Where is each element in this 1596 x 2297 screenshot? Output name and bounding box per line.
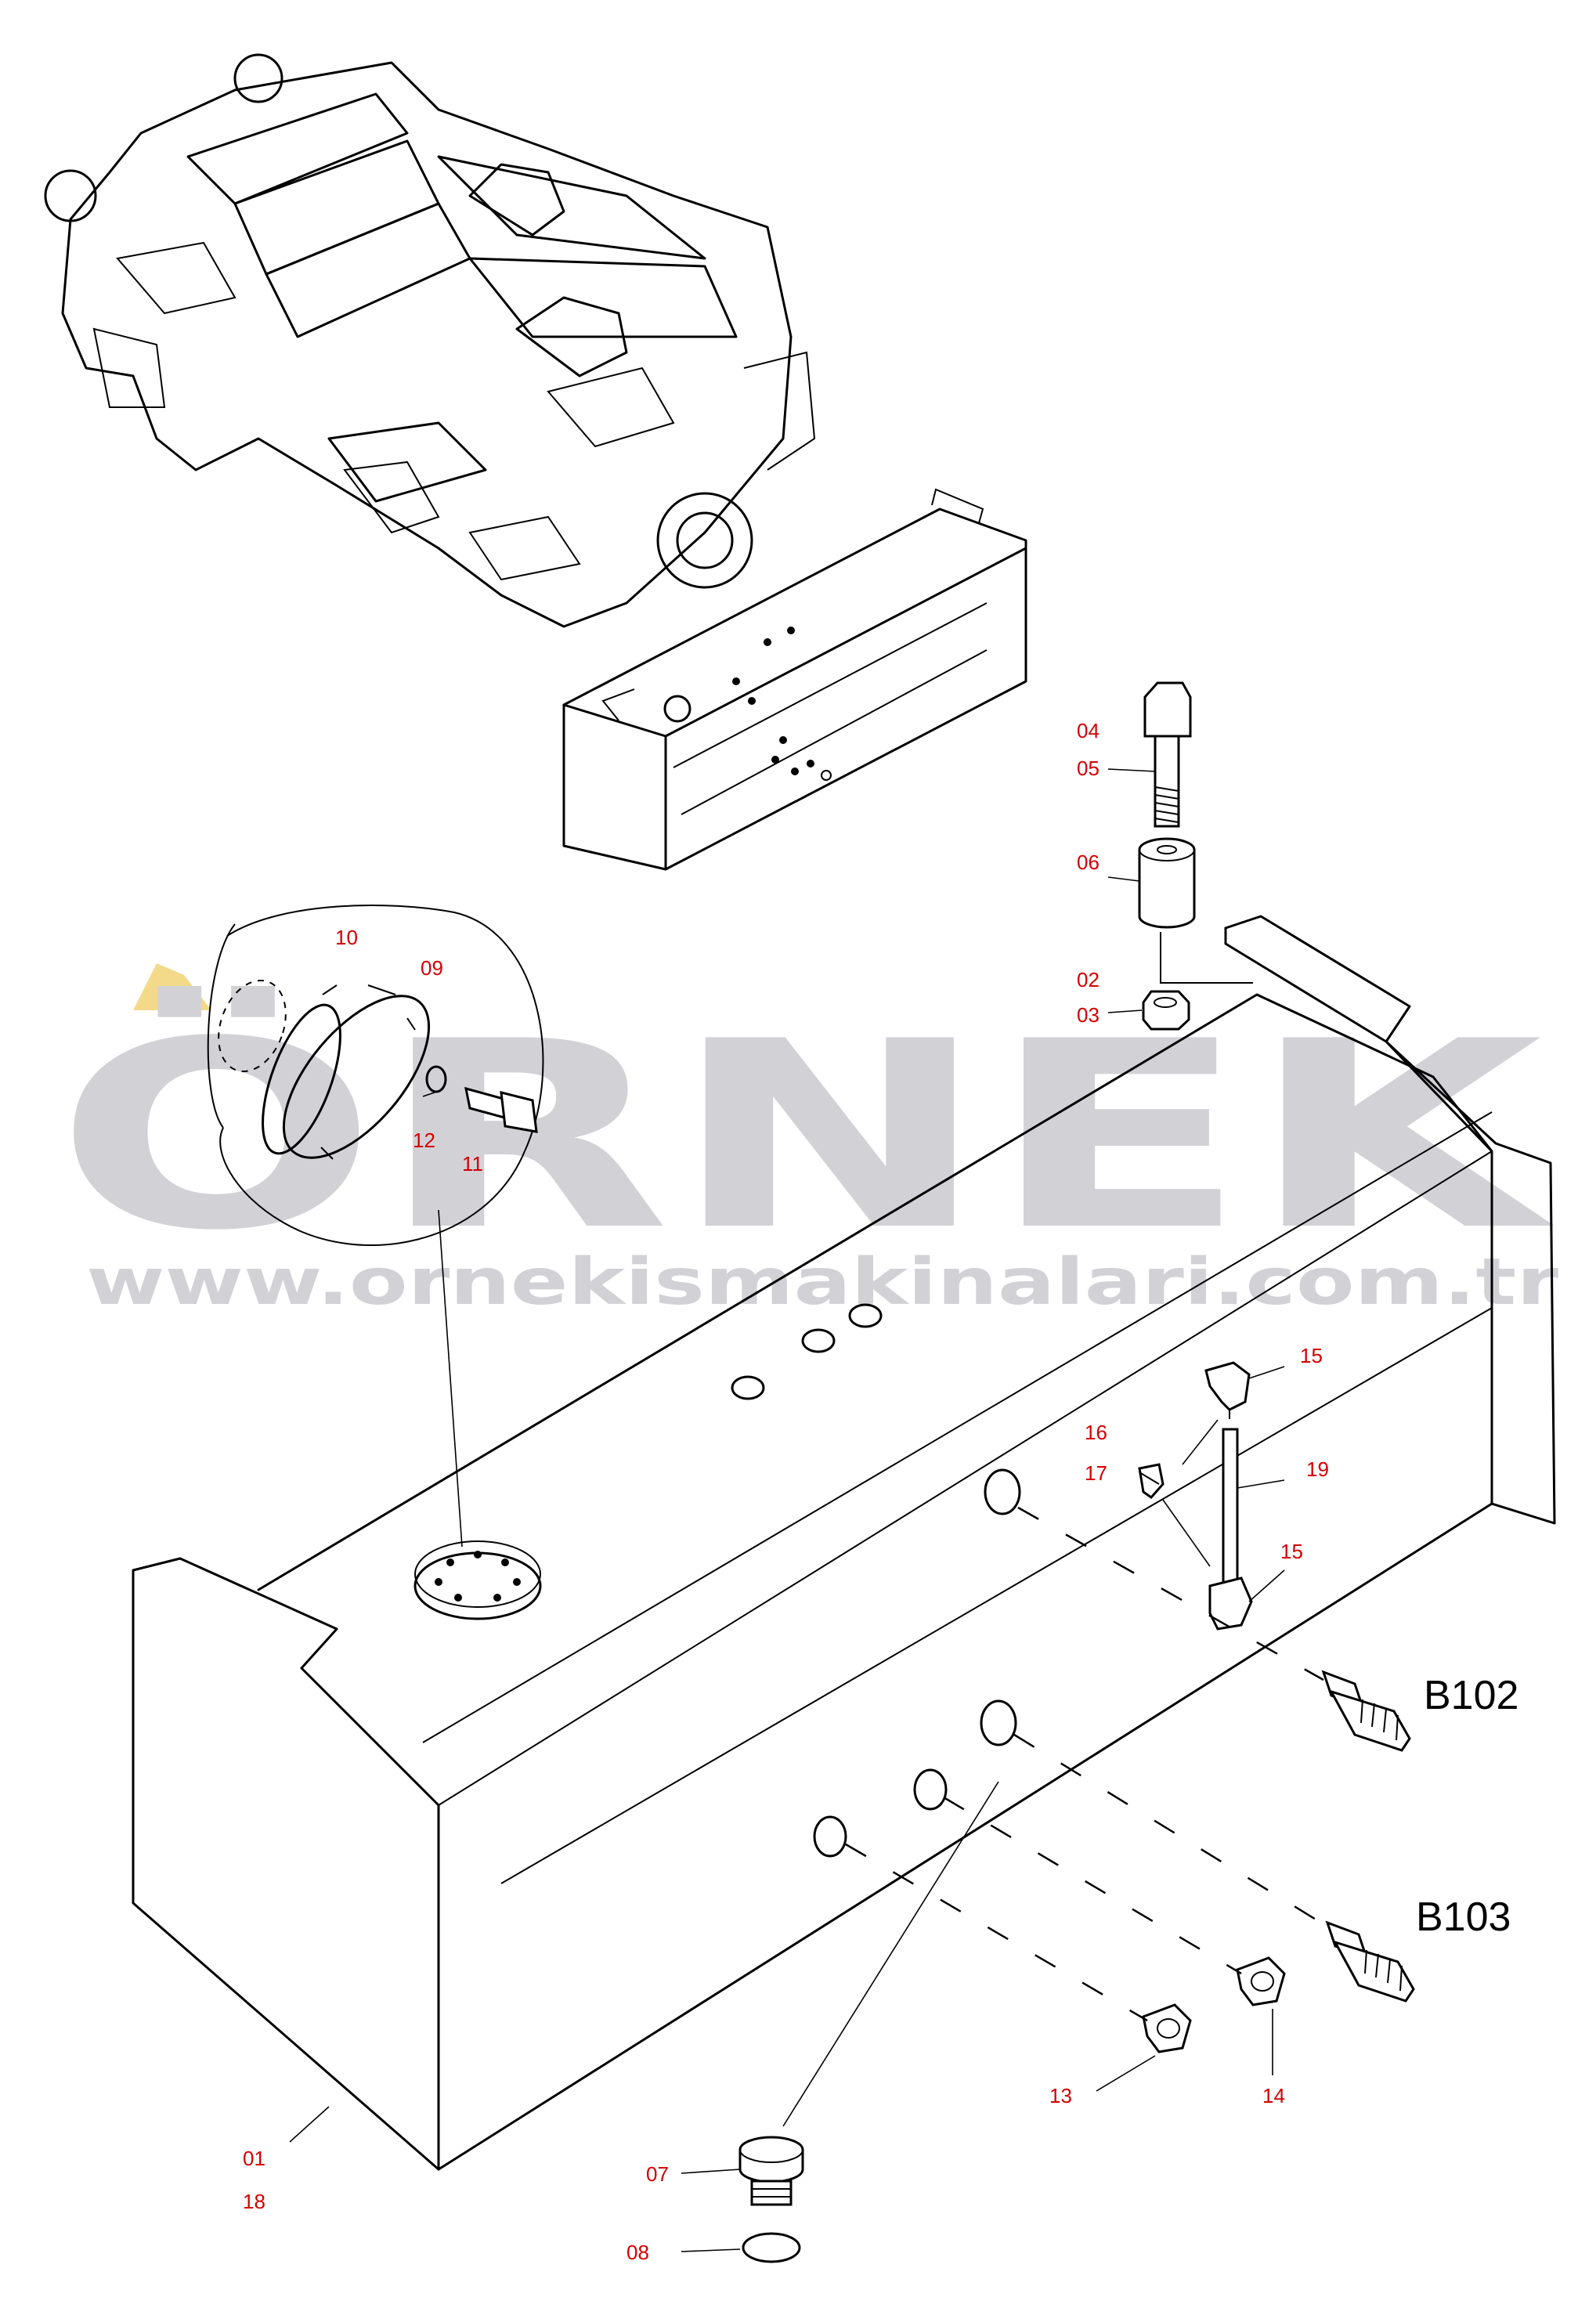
drain-seal-ring xyxy=(742,2232,801,2263)
tank-boss xyxy=(848,1303,883,1328)
callout-12: 12 xyxy=(413,1129,435,1152)
sensor-b103 xyxy=(1013,1733,1415,2003)
callout-03: 03 xyxy=(1077,1003,1100,1027)
callout-17: 17 xyxy=(1085,1461,1107,1485)
watermark-accent-icon xyxy=(133,963,211,1010)
plug-14 xyxy=(1236,1956,1286,2006)
plug-13 xyxy=(1142,2003,1192,2053)
small-tank-view xyxy=(562,488,1027,871)
bolt-head xyxy=(1143,681,1192,738)
tank-boss xyxy=(731,1375,765,1400)
filler-detail-view xyxy=(207,905,544,1548)
callout-05: 05 xyxy=(1077,757,1100,780)
small-tank-port xyxy=(779,736,787,744)
small-tank-port xyxy=(791,767,799,775)
filler-cover-plate xyxy=(282,995,431,1159)
callout-15-top: 15 xyxy=(1300,1344,1323,1367)
small-tank-port xyxy=(807,760,814,767)
small-tank-port xyxy=(821,770,832,781)
callout-01: 01 xyxy=(243,2147,265,2170)
watermark: ÖRNEK www.ornekismakinalari.com.tr xyxy=(55,963,1559,1320)
callout-04: 04 xyxy=(1077,719,1100,742)
lock-washer xyxy=(425,1065,447,1093)
rivet-screw xyxy=(1138,1463,1165,1499)
callout-13: 13 xyxy=(1049,2084,1072,2107)
callout-02: 02 xyxy=(1077,968,1100,991)
callout-18: 18 xyxy=(243,2190,265,2213)
watermark-url: www.ornekismakinalari.com.tr xyxy=(86,1245,1559,1320)
dip-tube xyxy=(1222,1428,1239,1587)
tank-side-boss xyxy=(913,1768,948,1811)
callouts: 04 05 06 02 03 10 09 12 11 15 16 17 19 1… xyxy=(243,719,1329,2264)
engine-assembly xyxy=(44,53,816,628)
spacer-sleeve xyxy=(1138,837,1196,929)
small-tank-port xyxy=(748,697,756,705)
callout-19: 19 xyxy=(1306,1457,1329,1481)
elbow-fitting-top xyxy=(1204,1361,1251,1411)
callout-11: 11 xyxy=(462,1152,483,1176)
mount-bolt-stack xyxy=(1138,681,1253,1031)
small-tank-port xyxy=(764,638,771,646)
filler-gasket-ring xyxy=(262,1003,341,1155)
callout-06: 06 xyxy=(1077,851,1100,874)
drain-plugs xyxy=(845,1796,1286,2092)
drain-plug-assembly xyxy=(681,1781,999,2263)
tank-side-boss xyxy=(984,1468,1021,1515)
connector-label-b102: B102 xyxy=(1424,1673,1518,1718)
callout-07: 07 xyxy=(646,2162,669,2186)
callout-10: 10 xyxy=(335,926,358,949)
drain-plug xyxy=(738,2136,804,2183)
leader-lines xyxy=(289,768,1156,2143)
connector-label-b103: B103 xyxy=(1416,1894,1511,1940)
callout-14: 14 xyxy=(1262,2084,1285,2107)
fitting-assembly xyxy=(1138,1361,1285,1631)
tank-boss xyxy=(801,1328,836,1353)
callout-15-bottom: 15 xyxy=(1280,1540,1303,1563)
sensor-b102 xyxy=(1017,1506,1411,1752)
callout-16: 16 xyxy=(1085,1421,1107,1444)
tank-side-boss xyxy=(980,1699,1017,1746)
small-tank-port xyxy=(787,627,795,634)
fuel-tank xyxy=(132,915,1556,2171)
small-tank-port xyxy=(732,677,740,685)
tank-side-boss xyxy=(813,1815,847,1858)
callout-09: 09 xyxy=(421,956,443,980)
elbow-fitting-bottom xyxy=(1208,1576,1253,1631)
callout-08: 08 xyxy=(626,2241,649,2264)
small-tank-port xyxy=(771,756,779,764)
